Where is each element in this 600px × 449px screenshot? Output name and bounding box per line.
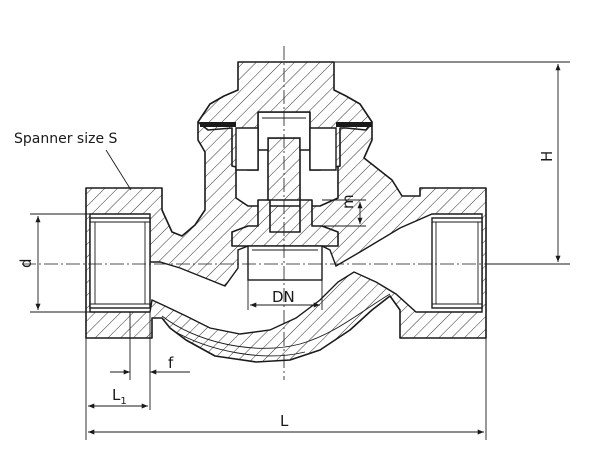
dim-L1-sub: 1 (120, 396, 126, 407)
dim-m-label: m (339, 194, 357, 209)
spanner-leader: Spanner size S (14, 131, 132, 191)
dimension-m: m (322, 194, 366, 227)
dimension-L1: L1 (85, 338, 148, 440)
gasket-right (336, 122, 372, 127)
dim-L-label: L (280, 412, 289, 430)
dimension-f: f (110, 312, 190, 410)
gasket-left (200, 122, 236, 127)
dim-DN-label: DN (272, 288, 295, 306)
dimension-H: H (334, 61, 570, 265)
dim-L1-label: L1 (112, 386, 127, 407)
bonnet-cap (197, 61, 373, 171)
spanner-size-label: Spanner size S (14, 131, 118, 147)
right-bore (431, 217, 483, 309)
dim-d-label: d (17, 258, 35, 268)
dim-L1-main: L (112, 386, 121, 404)
dim-H-label: H (538, 151, 556, 162)
dim-f-label: f (168, 354, 174, 372)
dimension-L: L (88, 338, 487, 440)
dimension-DN: DN (247, 280, 323, 310)
left-bore (89, 217, 151, 309)
dimension-d: d (17, 213, 90, 313)
valve-disc (231, 199, 339, 281)
